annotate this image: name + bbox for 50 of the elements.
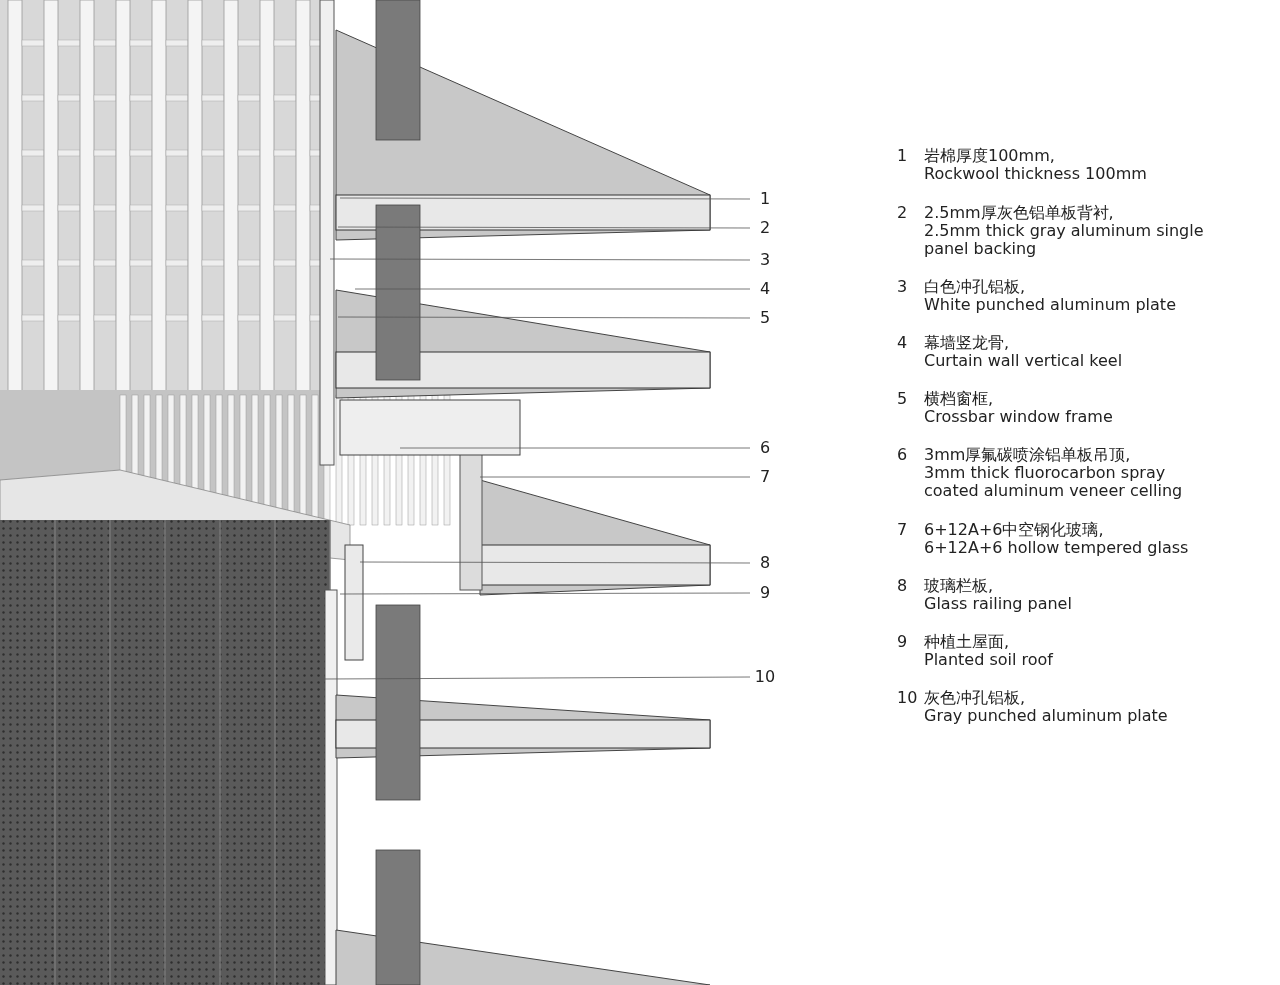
part-name-chinese: 6+12A+6中空钢化玻璃,	[924, 521, 1105, 539]
callout-number: 6	[897, 446, 908, 464]
part-name-english: Planted soil roof	[924, 651, 1055, 669]
leader-line	[479, 476, 751, 478]
callout-number: 2	[897, 204, 908, 222]
part-name-chinese: 2.5mm厚灰色铝单板背衬,	[924, 204, 1115, 222]
leader-line	[329, 258, 751, 261]
part-name-english: Glass railing panel	[924, 595, 1073, 613]
part-name-english: 2.5mm thick gray aluminum single panel backing	[924, 222, 1205, 258]
callout-number: 3	[750, 251, 780, 269]
callout-number: 1	[750, 190, 780, 208]
leader-line	[324, 676, 751, 680]
part-name-chinese: 3mm厚氟碳喷涂铝单板吊顶,	[924, 446, 1132, 464]
callout-number: 10	[750, 668, 780, 686]
part-name-english: Gray punched aluminum plate	[924, 707, 1169, 725]
leader-line	[337, 226, 751, 229]
callout-number: 1	[897, 147, 908, 165]
leader-line	[339, 197, 751, 200]
callout-number: 8	[897, 577, 908, 595]
callout-number: 5	[750, 309, 780, 327]
leader-line	[399, 447, 751, 449]
part-name-chinese: 幕墙竖龙骨,	[924, 334, 1011, 352]
part-name-chinese: 白色冲孔铝板,	[924, 278, 1027, 296]
part-name-chinese: 横档窗框,	[924, 390, 995, 408]
part-name-english: Rockwool thickness 100mm	[924, 165, 1148, 183]
callout-number: 5	[897, 390, 908, 408]
part-name-english: White punched aluminum plate	[924, 296, 1177, 314]
part-name-chinese: 岩棉厚度100mm,	[924, 147, 1056, 165]
callout-number: 8	[750, 554, 780, 572]
callout-number: 10	[897, 689, 918, 707]
callout-number: 4	[897, 334, 908, 352]
part-name-english: 3mm thick fluorocarbon spray coated aluminum veneer celling	[924, 464, 1184, 500]
callout-number: 7	[750, 468, 780, 486]
part-name-english: Curtain wall vertical keel	[924, 352, 1124, 370]
part-name-chinese: 玻璃栏板,	[924, 577, 995, 595]
callout-number: 6	[750, 439, 780, 457]
part-name-chinese: 种植土屋面,	[924, 633, 1011, 651]
callout-number: 4	[750, 280, 780, 298]
callout-number: 9	[750, 584, 780, 602]
callout-number: 7	[897, 521, 908, 539]
leader-line	[337, 316, 751, 319]
callout-number: 3	[897, 278, 908, 296]
leader-line	[359, 561, 751, 564]
part-name-chinese: 灰色冲孔铝板,	[924, 689, 1027, 707]
part-name-english: 6+12A+6 hollow tempered glass	[924, 539, 1190, 557]
leader-line	[339, 592, 751, 595]
callout-number: 9	[897, 633, 908, 651]
callout-number: 2	[750, 219, 780, 237]
part-name-english: Crossbar window frame	[924, 408, 1114, 426]
leader-line	[354, 288, 751, 290]
